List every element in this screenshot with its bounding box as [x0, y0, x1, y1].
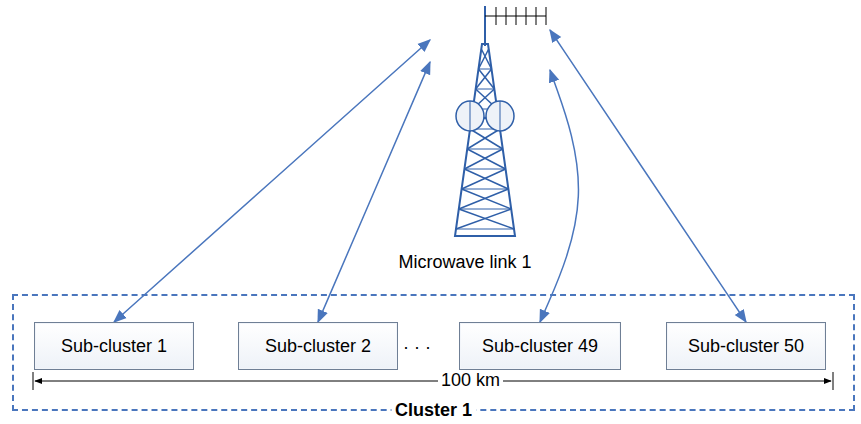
sub-cluster-box: Sub-cluster 1	[34, 322, 194, 370]
box-label: Sub-cluster 50	[688, 336, 804, 357]
cluster-box: Sub-cluster 1 Sub-cluster 2 Sub-cluster 49…	[12, 294, 855, 411]
dimension-tick	[33, 372, 34, 390]
dimension-line	[35, 381, 831, 382]
sub-cluster-box: Sub-cluster 50	[666, 322, 826, 370]
microwave-link-arrow	[550, 30, 746, 322]
box-label: Sub-cluster 2	[265, 336, 371, 357]
microwave-link-arrow	[114, 40, 430, 322]
box-label: Sub-cluster 49	[482, 336, 598, 357]
tower-label: Microwave link 1	[396, 252, 533, 273]
dimension-tick	[833, 372, 834, 390]
microwave-link-arrow	[540, 70, 578, 322]
microwave-link-arrow	[318, 62, 430, 322]
ellipsis-label: · · ·	[400, 337, 434, 358]
tower-illustration	[430, 4, 550, 246]
tower-node: Microwave link 1	[430, 4, 550, 246]
dimension-label: 100 km	[438, 370, 503, 391]
box-label: Sub-cluster 1	[61, 336, 167, 357]
sub-cluster-box: Sub-cluster 49	[459, 322, 621, 370]
cluster-label: Cluster 1	[391, 400, 476, 420]
sub-cluster-box: Sub-cluster 2	[238, 322, 398, 370]
